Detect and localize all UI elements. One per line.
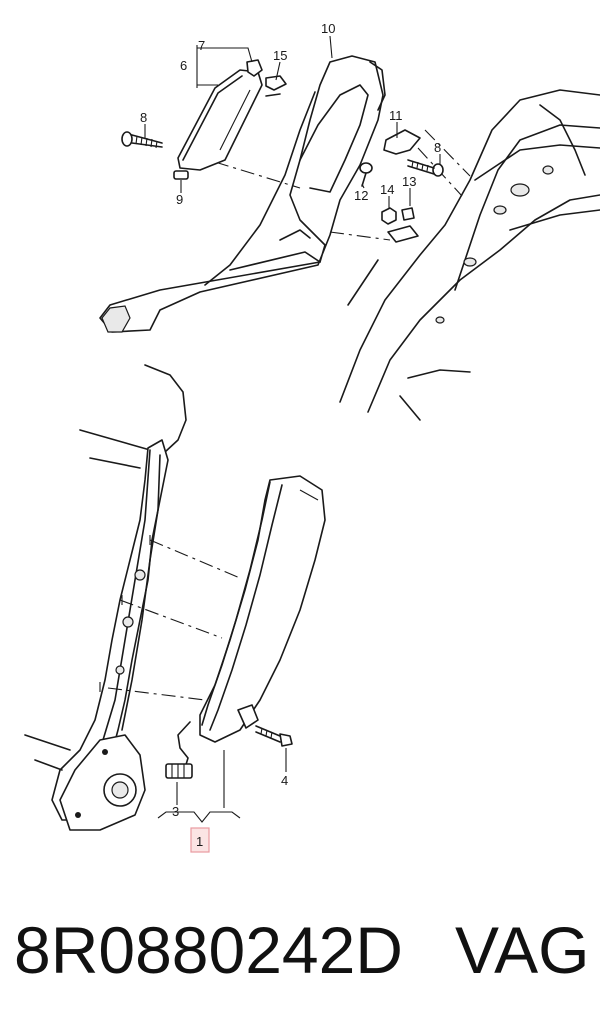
- callout-15: 15: [273, 48, 287, 63]
- callout-1: 1: [196, 834, 203, 849]
- callout-10: 10: [321, 21, 335, 36]
- callout-labels: 7 6 15 10 8 9 11 8 12 14 13 4 3 1: [140, 21, 441, 853]
- screw-12: [359, 162, 373, 187]
- bolt-4: [255, 725, 293, 747]
- callout-3: 3: [172, 804, 179, 819]
- brand-label: VAG: [455, 913, 590, 987]
- callout-4: 4: [281, 773, 288, 788]
- callout-11: 11: [389, 108, 403, 123]
- callout-13: 13: [402, 174, 416, 189]
- leader-lines: [144, 35, 441, 823]
- callout-7: 7: [198, 38, 205, 53]
- callout-8-right: 8: [434, 140, 441, 155]
- parts-diagram: 7 6 15 10 8 9 11 8 12 14 13 4 3 1: [24, 21, 600, 853]
- callout-9: 9: [176, 192, 183, 207]
- screw-8-right: [407, 159, 444, 177]
- footer: 8R0880242D VAG: [0, 895, 600, 1005]
- part-number: 8R0880242D: [14, 913, 403, 987]
- pillar-trim-assembly: [99, 55, 600, 421]
- callout-6: 6: [180, 58, 187, 73]
- callout-14: 14: [380, 182, 394, 197]
- side-airbag-module: [165, 475, 326, 808]
- screw-8-left: [121, 131, 163, 149]
- callout-1-highlight: [190, 827, 210, 853]
- seat-frame: [24, 364, 241, 831]
- callout-8-left: 8: [140, 110, 147, 125]
- callout-12: 12: [354, 188, 368, 203]
